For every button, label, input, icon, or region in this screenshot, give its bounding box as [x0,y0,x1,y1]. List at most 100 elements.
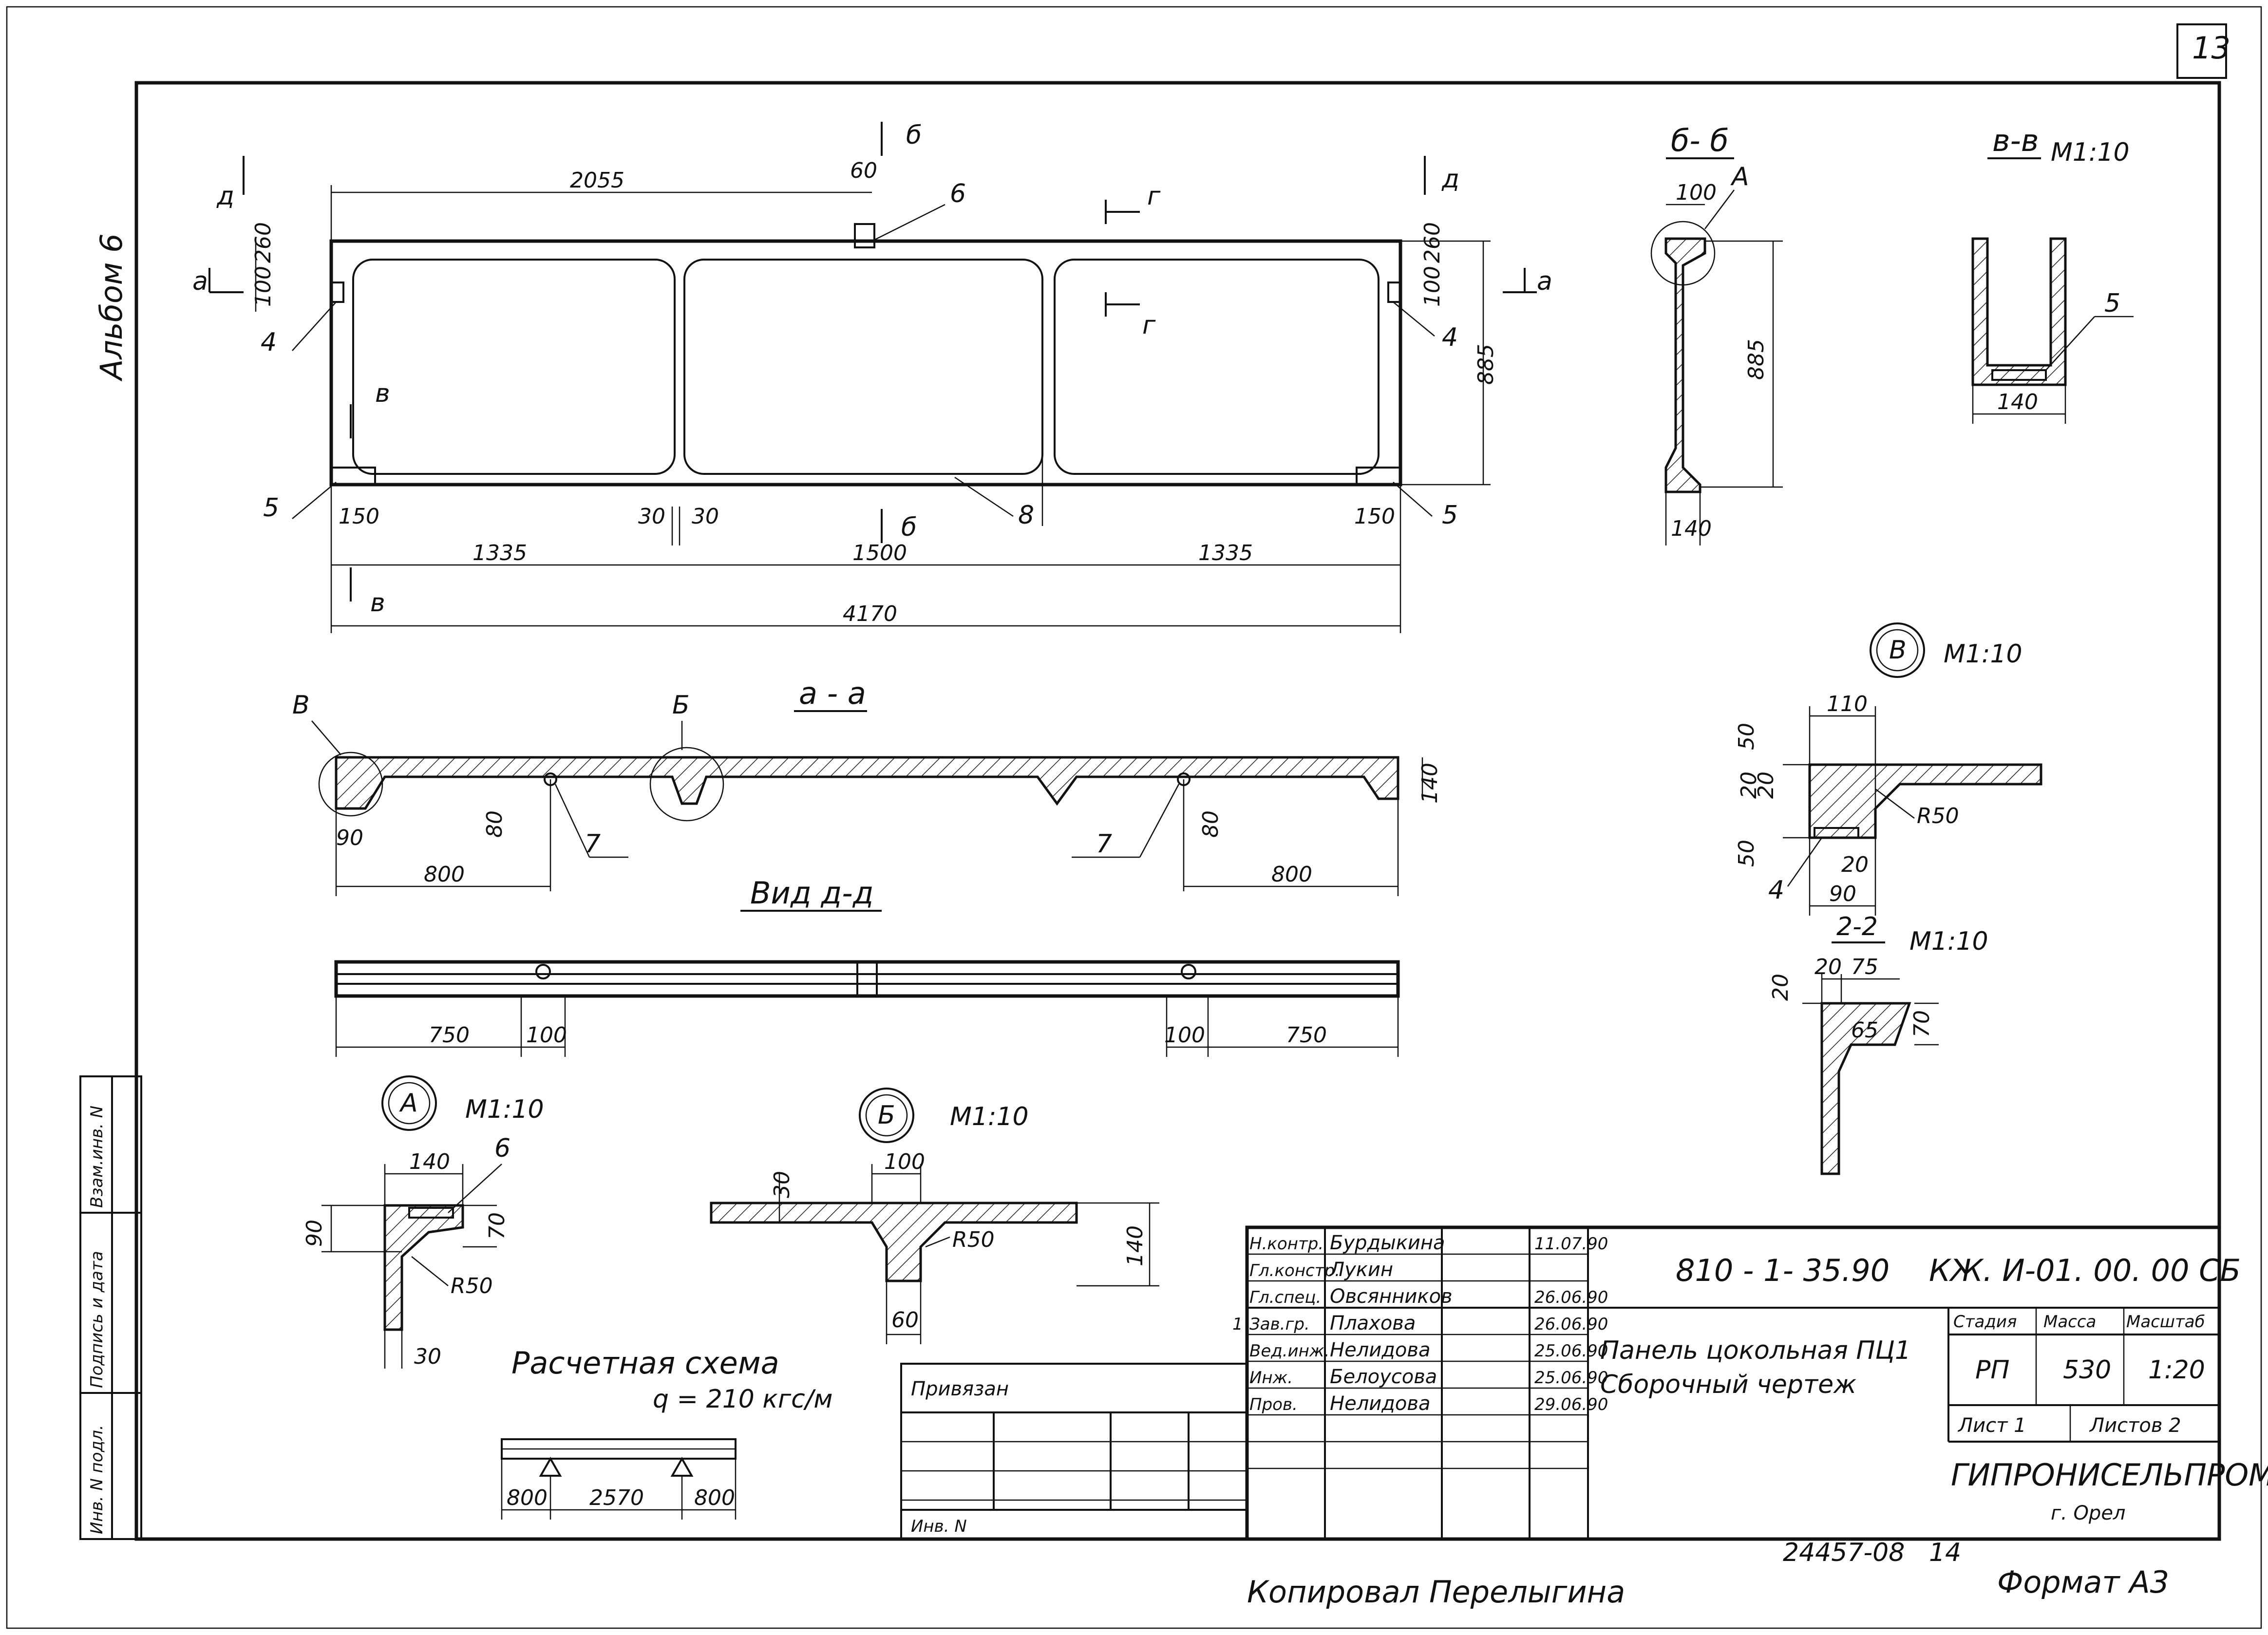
dim-2055: 2055 [570,168,624,193]
section-vv-title: в-в [1992,123,2039,158]
dim-20-a: 20 [1737,771,1761,799]
section-22-title: 2-2 [1836,912,1878,941]
node-A-scale: М1:10 [465,1095,544,1124]
format: Формат А3 [1997,1564,2169,1600]
dim-4170: 4170 [843,601,897,626]
callout-6: 6 [950,179,966,208]
svg-text:Гл.констр.: Гл.констр. [1249,1261,1340,1280]
svg-text:Нелидова: Нелидова [1330,1392,1430,1415]
svg-text:Н.контр.: Н.контр. [1249,1234,1323,1254]
callout-4: 4 [1768,876,1784,905]
svg-text:Лукин: Лукин [1329,1259,1393,1281]
svg-text:1: 1 [1232,1315,1243,1334]
dim-20-top: 20 [1814,955,1842,979]
dim-R50: R50 [952,1227,995,1252]
tb-stage-label: Стадия [1953,1312,2017,1332]
section-bb: б- б 100 885 140 А [1650,123,1783,545]
span-800-right: 800 [694,1485,735,1510]
svg-text:а: а [192,267,208,296]
dim-140: 140 [409,1149,450,1174]
node-B-label: Б [878,1101,895,1130]
tb-mass: 530 [2063,1355,2111,1385]
callout-5-right: 5 [1442,501,1458,530]
dim-100-right: 100 [1164,1023,1205,1048]
svg-text:Вед.инж.: Вед.инж. [1249,1341,1329,1361]
section-vv-scale: М1:10 [2051,138,2130,167]
section-aa-title: а - а [799,676,866,711]
view-dd-title: Вид д-д [750,875,874,911]
dim-70: 70 [485,1212,510,1240]
dim-1335-left: 1335 [472,541,527,565]
dim-140: 140 [1418,763,1442,804]
dim-1500: 1500 [852,541,907,565]
svg-text:Пров.: Пров. [1249,1395,1298,1414]
dim-140: 140 [1671,516,1712,541]
callout-V: В [292,691,310,720]
callout-B: Б [672,691,690,720]
dim-750-left: 750 [429,1023,470,1048]
left-strip: Инв. N подл. Подпись и дата Взам.инв. N [79,1075,142,1540]
album-label: Альбом 6 [94,233,129,382]
callout-A: А [1730,162,1749,191]
tb-series: 810 - 1- 35.90 [1676,1253,1890,1288]
callout-7-right: 7 [1096,829,1112,859]
tb-city: г. Орел [2051,1502,2126,1524]
span-800-left: 800 [507,1485,548,1510]
callout-5: 5 [2104,289,2120,318]
tb-product-line1: Панель цокольная ПЦ1 [1600,1336,1911,1365]
dim-90: 90 [1829,882,1856,906]
svg-text:б: б [906,121,922,150]
tb-sheets: Листов 2 [2089,1414,2181,1437]
strip-inv-podl: Инв. N подл. [87,1425,107,1534]
dim-65: 65 [1851,1018,1878,1043]
archive-sheet: 14 [1929,1538,1961,1567]
svg-text:Инж.: Инж. [1249,1368,1293,1388]
tb-scale: 1:20 [2148,1355,2205,1385]
dim-260-left: 260 [251,222,276,263]
svg-text:в: в [375,379,390,408]
dim-140: 140 [1997,390,2038,414]
page-number: 13 [2192,30,2230,66]
dim-30: 30 [414,1344,441,1369]
dim-80-right: 80 [1198,810,1223,838]
calc-scheme-title: Расчетная схема [511,1345,779,1381]
tb-scale-label: Масштаб [2126,1312,2205,1332]
dim-800-left: 800 [424,862,465,887]
section-22: 2-2 М1:10 20 75 20 65 70 [1768,912,1988,1175]
dim-100-left: 100 [251,266,276,307]
svg-text:Плахова: Плахова [1330,1312,1416,1334]
node-A-label: А [399,1089,418,1118]
dim-70: 70 [1909,1010,1934,1037]
strip-signature-date: Подпись и дата [87,1251,107,1388]
dim-800-right: 800 [1271,862,1312,887]
svg-text:Нелидова: Нелидова [1330,1339,1430,1361]
strip-vzam-inv: Взам.инв. N [87,1106,107,1208]
tb-sheet: Лист 1 [1957,1414,2026,1437]
dim-100-right: 100 [1420,266,1445,307]
dim-750-right: 750 [1286,1023,1327,1048]
tb-doc-code: КЖ. И-01. 00. 00 СБ [1929,1253,2241,1288]
tb-mass-label: Масса [2043,1312,2096,1332]
title-block: Н.контр. Бурдыкина 11.07.90 Гл.констр. Л… [1232,1225,2268,1541]
svg-text:а: а [1537,267,1552,296]
svg-text:29.06.90: 29.06.90 [1534,1395,1608,1414]
dim-80-left: 80 [482,810,507,838]
svg-text:11.07.90: 11.07.90 [1534,1234,1608,1254]
dim-100: 100 [884,1149,925,1174]
dim-30: 30 [770,1171,794,1198]
dim-260-right: 260 [1420,222,1445,263]
svg-text:д: д [216,182,234,211]
node-B-scale: М1:10 [950,1102,1029,1131]
svg-text:г: г [1147,182,1161,211]
dim-150-left: 150 [339,504,379,529]
svg-text:д: д [1441,165,1459,194]
callout-5-left: 5 [263,493,279,523]
svg-text:26.06.90: 26.06.90 [1534,1315,1608,1334]
svg-text:в: в [370,588,385,618]
node-V-scale: М1:10 [1944,639,2022,669]
dim-60: 60 [850,158,877,183]
dim-60: 60 [891,1308,919,1333]
dim-75: 75 [1851,955,1878,979]
dim-150-right: 150 [1354,504,1395,529]
